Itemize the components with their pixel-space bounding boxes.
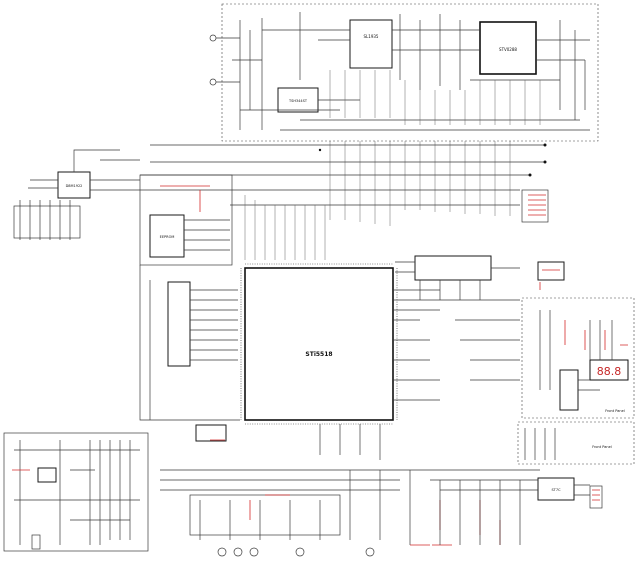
tuner-block: SL1935 TSH344ST STV0288: [209, 3, 599, 142]
flash-chip: [167, 281, 191, 367]
bus-lines: [140, 141, 545, 260]
junction-dot: [318, 148, 322, 152]
audio-dac: [195, 424, 227, 442]
lower-right-ic: [537, 477, 575, 501]
loop-out-connector: [209, 78, 217, 86]
rca-jack-5: [365, 547, 375, 557]
demod-chip-label: STV0288: [499, 47, 517, 52]
small-chip: [277, 87, 319, 113]
junction-dots: [318, 143, 547, 177]
pwm-chip: [37, 467, 57, 483]
tuner-chip-label: SL1935: [364, 34, 379, 39]
junction-dot: [543, 143, 547, 147]
junction-dot: [528, 173, 532, 177]
front-panel-ic: [559, 369, 579, 411]
scart-connector: [589, 485, 603, 509]
lower-right-ic-label: ST7C: [551, 488, 561, 492]
sdram-block: [395, 255, 520, 381]
sdram-chip: [414, 255, 492, 281]
av-block-border: [189, 494, 341, 536]
front-panel-block: Front Panel 88.8: [521, 297, 635, 419]
junction-dot: [543, 160, 547, 164]
rca-jack-1: [217, 547, 227, 557]
front-panel-border: [521, 297, 635, 419]
small-chip-label: TSH344ST: [288, 99, 308, 103]
memory-block: EEPROM: [139, 174, 240, 421]
main-soc-chip: [244, 267, 394, 421]
front-panel-lower-label: Front Panel: [592, 445, 611, 449]
front-panel-title: Front Panel: [605, 409, 624, 413]
fuse: [31, 534, 41, 550]
right-connector-box: [521, 189, 549, 223]
power-supply-border: [3, 432, 149, 552]
main-soc: STi5518: [240, 263, 440, 460]
rca-jack-2: [233, 547, 243, 557]
rf-in-connector: [209, 34, 217, 42]
av-output-block: [160, 424, 420, 557]
tuner-chip: [349, 19, 393, 69]
left-ic-block: D8M1922: [13, 149, 140, 240]
power-supply-block: [3, 432, 149, 552]
front-panel-lower-border: [517, 421, 635, 465]
eeprom-chip: [149, 214, 185, 258]
memory-block-border: [139, 174, 233, 266]
display-digits: 88.8: [597, 365, 622, 378]
main-soc-label: STi5518: [305, 351, 332, 358]
front-panel-lower: Front Panel: [517, 421, 635, 465]
eeprom-label: EEPROM: [160, 235, 175, 239]
scart-block: ST7C: [410, 469, 603, 546]
left-connector-grid: [13, 205, 81, 239]
tuner-block-border: [221, 3, 599, 142]
rca-jack-3: [249, 547, 259, 557]
right-connector: [521, 189, 565, 290]
left-ic-label: D8M1922: [66, 184, 83, 188]
seven-segment-display: [589, 359, 629, 381]
regulator-chip: [537, 261, 565, 281]
rca-jack-4: [295, 547, 305, 557]
demod-chip: [479, 21, 537, 75]
